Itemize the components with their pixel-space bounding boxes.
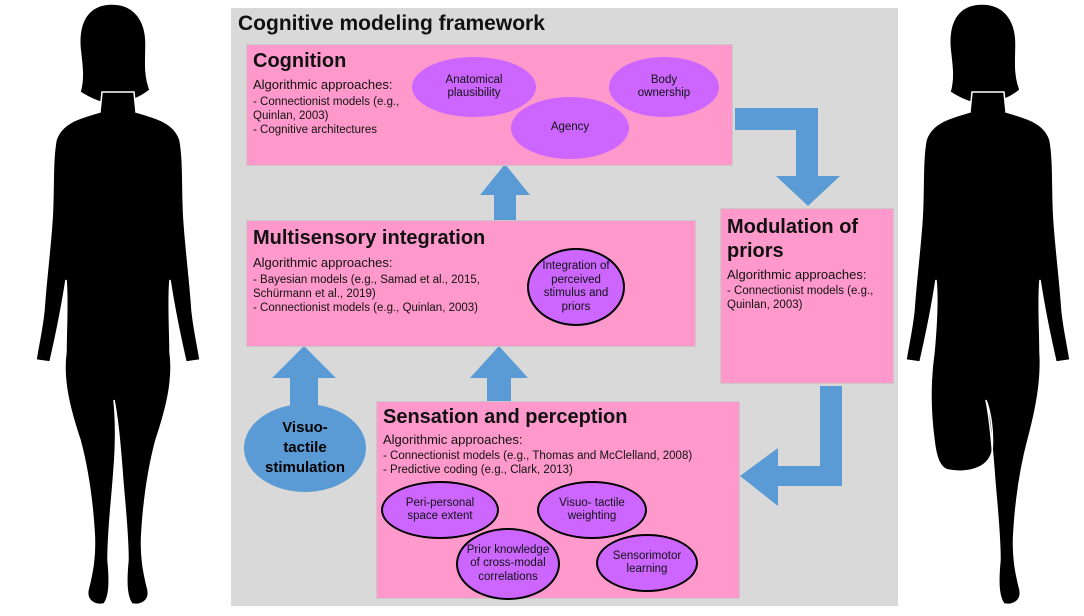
modulation-item: Quinlan, 2003) [727, 299, 803, 311]
multisensory-item: - Connectionist models (e.g., Quinlan, 2… [253, 302, 479, 314]
arrow-up-multisensory-cognition [480, 164, 530, 195]
arrow-up-sensation-multisensory [470, 346, 528, 378]
arrow-up-multisensory-cognition-shaft [494, 194, 516, 220]
cognition-item: Quinlan, 2003) [253, 110, 329, 122]
modulation-title: Modulation of priors [727, 216, 859, 262]
visuo-tactile-stimulation-node: Visuo-tactile stimulation [244, 404, 366, 492]
cognition-approaches-label: Algorithmic approaches: [253, 77, 393, 92]
body-ownership-ellipse: Body ownership [609, 57, 719, 117]
multisensory-title: Multisensory integration [253, 227, 486, 249]
cognition-title: Cognition [253, 50, 347, 72]
multisensory-item: - Bayesian models (e.g., Samad et al., 2… [253, 274, 480, 286]
arrow-up-sensation-multisensory-shaft [487, 376, 511, 402]
sensation-title: Sensation and perception [383, 406, 628, 428]
anatomical-plausibility-ellipse: Anatomical plausibility [412, 57, 536, 117]
arrow-up-stimulation-multisensory [272, 346, 336, 378]
multisensory-box: Multisensory integration Algorithmic app… [246, 220, 696, 347]
left-silhouette [35, 3, 201, 606]
peripersonal-ellipse: Peri-personal space extent [381, 481, 499, 539]
sensation-item: - Connectionist models (e.g., Thomas and… [383, 450, 693, 462]
cognition-item: - Cognitive architectures [253, 124, 377, 136]
prior-knowledge-ellipse: Prior knowledge of cross-modal correlati… [456, 528, 560, 600]
modulation-item: - Connectionist models (e.g., [727, 285, 874, 297]
multisensory-approaches-label: Algorithmic approaches: [253, 255, 393, 270]
modulation-box: Modulation of priors Algorithmic approac… [720, 208, 894, 384]
sensation-item: - Predictive coding (e.g., Clark, 2013) [383, 464, 573, 476]
integration-ellipse: Integration of perceived stimulus and pr… [527, 248, 625, 326]
modulation-approaches-label: Algorithmic approaches: [727, 267, 867, 282]
right-silhouette [905, 3, 1071, 606]
sensation-approaches-label: Algorithmic approaches: [383, 432, 523, 447]
visuo-tactile-ellipse: Visuo- tactile weighting [537, 481, 647, 539]
diagram-title: Cognitive modeling framework [238, 12, 545, 35]
arrow-up-stimulation-multisensory-shaft [290, 376, 318, 406]
arrow-modulation-sensation [740, 386, 842, 506]
agency-ellipse: Agency [511, 97, 629, 159]
cognition-item: - Connectionist models (e.g., [253, 96, 400, 108]
stimulation-label: Visuo-tactile stimulation [265, 419, 346, 476]
arrow-cognition-modulation [735, 108, 840, 206]
sensorimotor-ellipse: Sensorimotor learning [596, 534, 698, 592]
multisensory-item: Schürmann et al., 2019) [253, 288, 376, 300]
